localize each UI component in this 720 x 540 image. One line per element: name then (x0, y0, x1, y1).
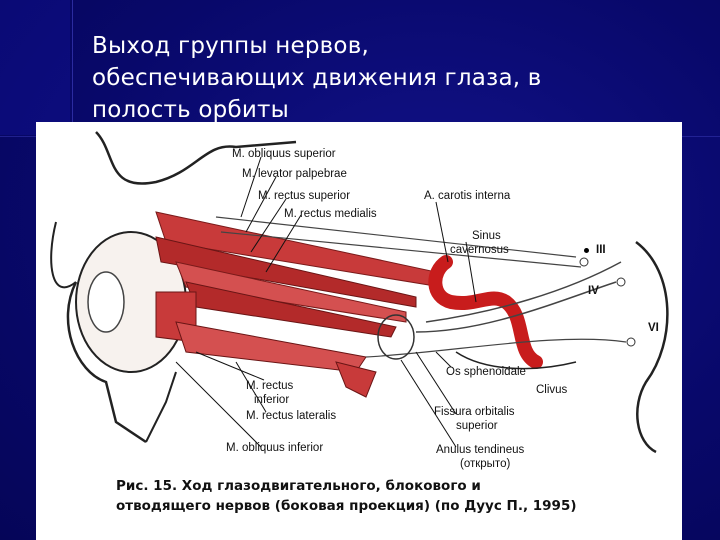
label-rectus-inferior-1: M. rectus (246, 380, 294, 392)
decorative-corner (0, 0, 70, 135)
figure-caption: Рис. 15. Ход глазодвигательного, блоково… (116, 478, 577, 514)
label-rectus-lateralis: M. rectus lateralis (246, 410, 337, 422)
label-rectus-medialis: M. rectus medialis (284, 208, 377, 220)
label-fissura-1: Fissura orbitalis (434, 406, 515, 418)
anatomy-figure: M. obliquus superior M. levator palpebra… (36, 122, 682, 540)
label-obliquus-superior: M. obliquus superior (232, 148, 336, 160)
label-anulus-1: Anulus tendineus (436, 444, 525, 456)
anatomy-illustration (50, 131, 669, 454)
label-rectus-inferior-2: inferior (254, 394, 290, 406)
label-obliquus-inferior: M. obliquus inferior (226, 442, 324, 454)
label-nerve-iii: III (596, 244, 606, 256)
label-fissura-2: superior (456, 420, 498, 432)
label-rectus-superior: M. rectus superior (258, 190, 351, 202)
slide-bullet (584, 248, 589, 253)
label-levator-palpebrae: M. levator palpebrae (242, 168, 347, 180)
label-anulus-2: (открыто) (460, 458, 511, 470)
slide-title: Выход группы нервов, обеспечивающих движ… (92, 33, 542, 123)
label-cavernosus: cavernosus (450, 244, 509, 256)
label-os-sphenoidale: Os sphenoidale (446, 366, 526, 378)
label-carotis-interna: A. carotis interna (424, 190, 511, 202)
label-nerve-vi: VI (648, 322, 659, 334)
label-sinus: Sinus (472, 230, 501, 242)
label-clivus: Clivus (536, 384, 568, 396)
label-nerve-iv: IV (588, 285, 599, 297)
